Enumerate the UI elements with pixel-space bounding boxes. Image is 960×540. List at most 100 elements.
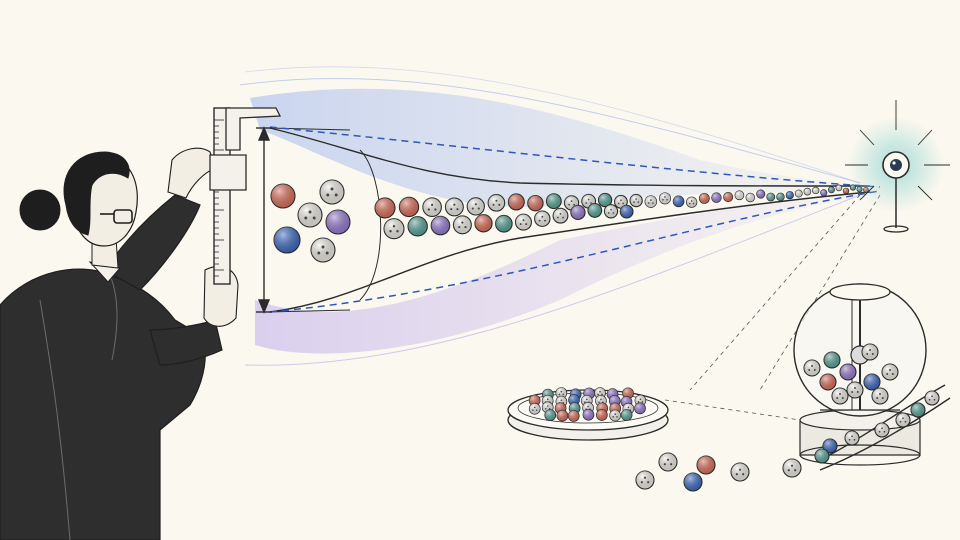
floor-ball (635, 470, 655, 490)
funnel-balls (270, 179, 869, 263)
chute-ball (822, 438, 838, 454)
funnel-ball (407, 216, 428, 237)
drum-balls (803, 343, 940, 464)
funnel-ball (745, 192, 755, 203)
funnel-ball (487, 194, 506, 212)
funnel-ball (452, 215, 472, 235)
dish-ball (556, 409, 569, 422)
petri-dish-icon (507, 387, 669, 441)
drum-ball (803, 359, 821, 377)
funnel-ball (812, 186, 820, 195)
scientist-figure (0, 147, 239, 540)
height-measure-arrow (256, 126, 272, 314)
drum-ball (823, 351, 841, 369)
funnel-ball (698, 192, 710, 204)
funnel-ball (514, 213, 532, 231)
drum-ball (871, 387, 889, 405)
chute-ball (910, 402, 926, 418)
chute-ball (844, 430, 860, 446)
funnel-ball (466, 197, 485, 216)
funnel-ball (658, 192, 671, 205)
funnel-ball (711, 192, 722, 203)
funnel-ball (820, 189, 828, 197)
floor-ball (730, 462, 750, 482)
funnel-ball (587, 203, 603, 218)
funnel-ball (534, 210, 551, 227)
dish-ball (595, 409, 608, 421)
funnel-ball (495, 214, 513, 233)
funnel-ball (270, 183, 296, 209)
funnel-ball (619, 204, 634, 219)
funnel-ball (383, 218, 405, 240)
funnel-ball (734, 190, 745, 201)
funnel-ball (614, 194, 628, 209)
funnel-ball (723, 191, 734, 203)
drum-ball (881, 363, 899, 381)
funnel-ball (474, 214, 493, 233)
floor-ball (696, 455, 716, 475)
funnel-ball (273, 226, 301, 254)
floor-ball (658, 452, 678, 472)
funnel-outline (267, 127, 871, 313)
funnel-ball (545, 193, 562, 210)
funnel-ball (785, 191, 794, 200)
funnel-ball (325, 209, 351, 235)
dish-ball (544, 409, 557, 421)
dish-ball (634, 402, 646, 415)
funnel-ball (686, 196, 698, 208)
funnel-ball (297, 202, 323, 228)
caliper-icon (209, 107, 282, 285)
funnel-ball (842, 187, 850, 195)
funnel-ball (794, 189, 803, 198)
funnel-ball (422, 197, 442, 217)
funnel-ball (672, 195, 685, 208)
dashed-sight-lines (269, 126, 881, 313)
funnel-ball (803, 187, 812, 196)
funnel-ball (835, 184, 843, 192)
funnel-ball (603, 204, 619, 219)
thin-dashed-lines (664, 194, 881, 421)
dish-balls (528, 387, 647, 422)
drum-ball (831, 387, 849, 405)
funnel-ball (319, 179, 345, 205)
dish-ball (567, 410, 580, 422)
funnel-ball (507, 193, 525, 211)
funnel-ball (552, 207, 569, 224)
funnel-ball (527, 194, 544, 212)
chute-ball (874, 422, 890, 438)
drum-ball (861, 343, 879, 361)
floor-balls (635, 452, 802, 492)
eye-on-stand-icon (845, 100, 950, 233)
floor-ball (683, 472, 703, 492)
funnel-ball (827, 186, 835, 194)
dish-ball (609, 409, 621, 422)
drum-ball (839, 363, 857, 381)
funnel-ball (629, 193, 643, 208)
lottery-drum-icon (793, 283, 951, 471)
funnel-ball (374, 197, 396, 219)
drum-ball (819, 373, 837, 391)
funnel-ball (430, 215, 451, 236)
dish-ball (528, 402, 541, 415)
dish-ball (620, 409, 633, 421)
dish-ball (582, 408, 595, 421)
funnel-ball (398, 196, 420, 218)
drum-ball (863, 373, 881, 391)
funnel-ball (756, 189, 766, 199)
chute-ball (924, 390, 940, 406)
funnel-ball (310, 237, 336, 263)
funnel-ball (776, 192, 785, 202)
funnel-wash (239, 66, 880, 366)
dish-ball (555, 387, 568, 399)
funnel-ball (570, 204, 586, 221)
chute-ball (814, 448, 830, 464)
chute-ball (895, 412, 911, 428)
funnel-ball (644, 195, 658, 208)
funnel-ball (766, 192, 776, 202)
drum-ball (846, 381, 864, 399)
floor-ball (782, 458, 802, 478)
funnel-ball (597, 192, 613, 208)
funnel-ball (444, 197, 464, 217)
